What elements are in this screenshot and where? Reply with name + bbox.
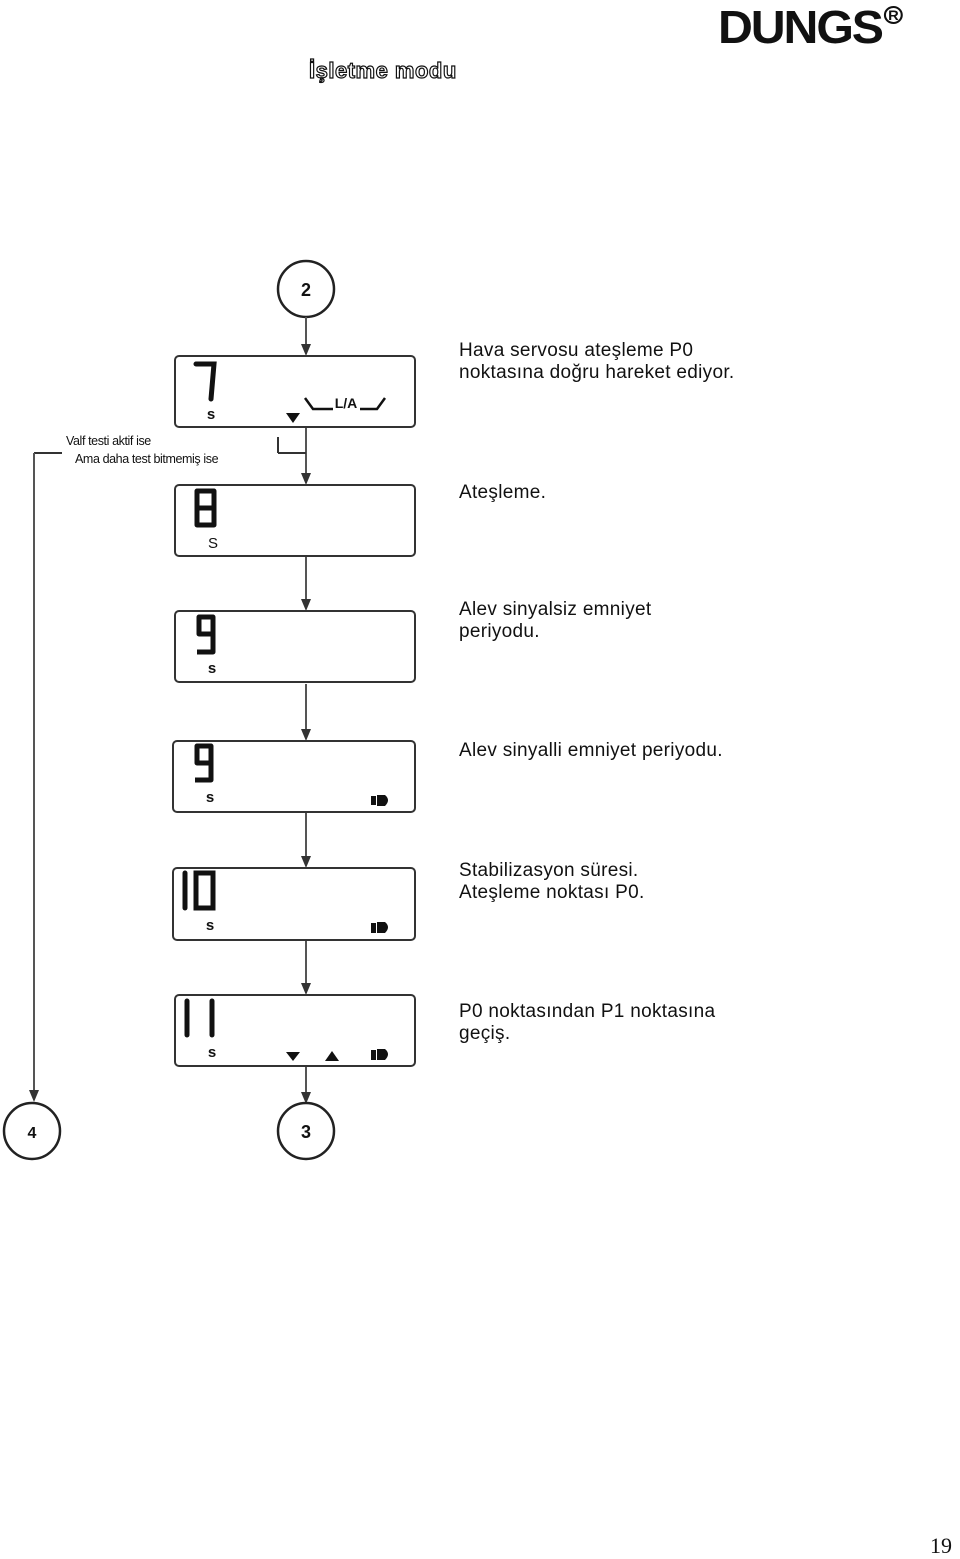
node-3-label: 3: [301, 1122, 311, 1142]
arrow-down-indicator-icon: [286, 1052, 300, 1061]
seconds-unit: s: [206, 917, 214, 934]
node-4-label: 4: [28, 1125, 37, 1142]
lcd-display-step-6: s: [174, 994, 416, 1067]
arrow-down-icon: [301, 1092, 311, 1104]
arrow-down-icon: [29, 1090, 39, 1102]
arrowheads: [301, 344, 311, 1104]
flame-icon: [371, 922, 388, 933]
caption-line: Ateşleme.: [459, 482, 547, 503]
lcd-display-step-2: S: [174, 484, 416, 557]
brand-name: DUNGS: [718, 1, 884, 53]
branch-line: [29, 437, 306, 1102]
seconds-unit: S: [208, 535, 218, 552]
branch-note-line-1: Valf testi aktif ise: [66, 434, 151, 448]
seconds-unit: s: [206, 789, 214, 806]
lcd-display-step-5: s: [172, 867, 416, 941]
la-bracket-left-icon: [303, 397, 333, 411]
arrow-down-icon: [301, 599, 311, 611]
digit-9: [196, 614, 216, 655]
arrow-down-icon: [301, 856, 311, 868]
lcd-display-step-3: s: [174, 610, 416, 683]
page-number: 19: [930, 1533, 952, 1558]
caption-line: Stabilizasyon süresi.: [459, 860, 639, 881]
page-title: İşletme modu: [308, 57, 457, 83]
step-5-caption: Stabilizasyon süresi. Ateşleme noktası P…: [459, 860, 645, 904]
caption-line: noktasına doğru hareket ediyor.: [459, 362, 735, 383]
caption-line: geçiş.: [459, 1023, 511, 1044]
step-3-caption: Alev sinyalsiz emniyet periyodu.: [459, 599, 651, 643]
arrow-down-icon: [301, 473, 311, 485]
la-indicator: L/A: [335, 395, 358, 411]
caption-line: Hava servosu ateşleme P0: [459, 340, 694, 361]
flame-icon: [371, 795, 388, 806]
node-4: 4: [2, 1101, 62, 1161]
arrow-up-indicator-icon: [325, 1051, 339, 1061]
step-1-caption: Hava servosu ateşleme P0 noktasına doğru…: [459, 340, 734, 384]
caption-line: Alev sinyalli emniyet periyodu.: [459, 740, 723, 761]
step-4-caption: Alev sinyalli emniyet periyodu.: [459, 740, 723, 762]
la-bracket-right-icon: [360, 397, 387, 411]
step-6-caption: P0 noktasından P1 noktasına geçiş.: [459, 1001, 715, 1045]
caption-line: periyodu.: [459, 621, 540, 642]
digit-0: [193, 870, 216, 911]
seconds-unit: s: [207, 406, 215, 423]
arrow-down-icon: [301, 344, 311, 356]
digit-8: [194, 488, 217, 528]
digit-9: [194, 743, 214, 783]
caption-line: P0 noktasından P1 noktasına: [459, 1001, 716, 1022]
caption-line: Ateşleme noktası P0.: [459, 882, 645, 903]
node-2-label: 2: [301, 280, 311, 300]
lcd-display-step-1: s L/A: [174, 355, 416, 428]
step-2-caption: Ateşleme.: [459, 482, 546, 504]
arrow-down-icon: [301, 729, 311, 741]
arrow-down-indicator-icon: [286, 413, 300, 423]
seconds-unit: s: [208, 1044, 216, 1061]
node-3: 3: [276, 1101, 336, 1161]
branch-note-line-2: Ama daha test bitmemiş ise: [75, 452, 219, 466]
caption-line: Alev sinyalsiz emniyet: [459, 599, 652, 620]
arrow-down-icon: [301, 983, 311, 995]
flame-icon: [371, 1049, 388, 1060]
registered-mark: R: [884, 6, 903, 24]
lcd-display-step-4: s: [172, 740, 416, 813]
node-2: 2: [276, 259, 336, 319]
seconds-unit: s: [208, 660, 216, 677]
digit-7: [193, 361, 217, 402]
